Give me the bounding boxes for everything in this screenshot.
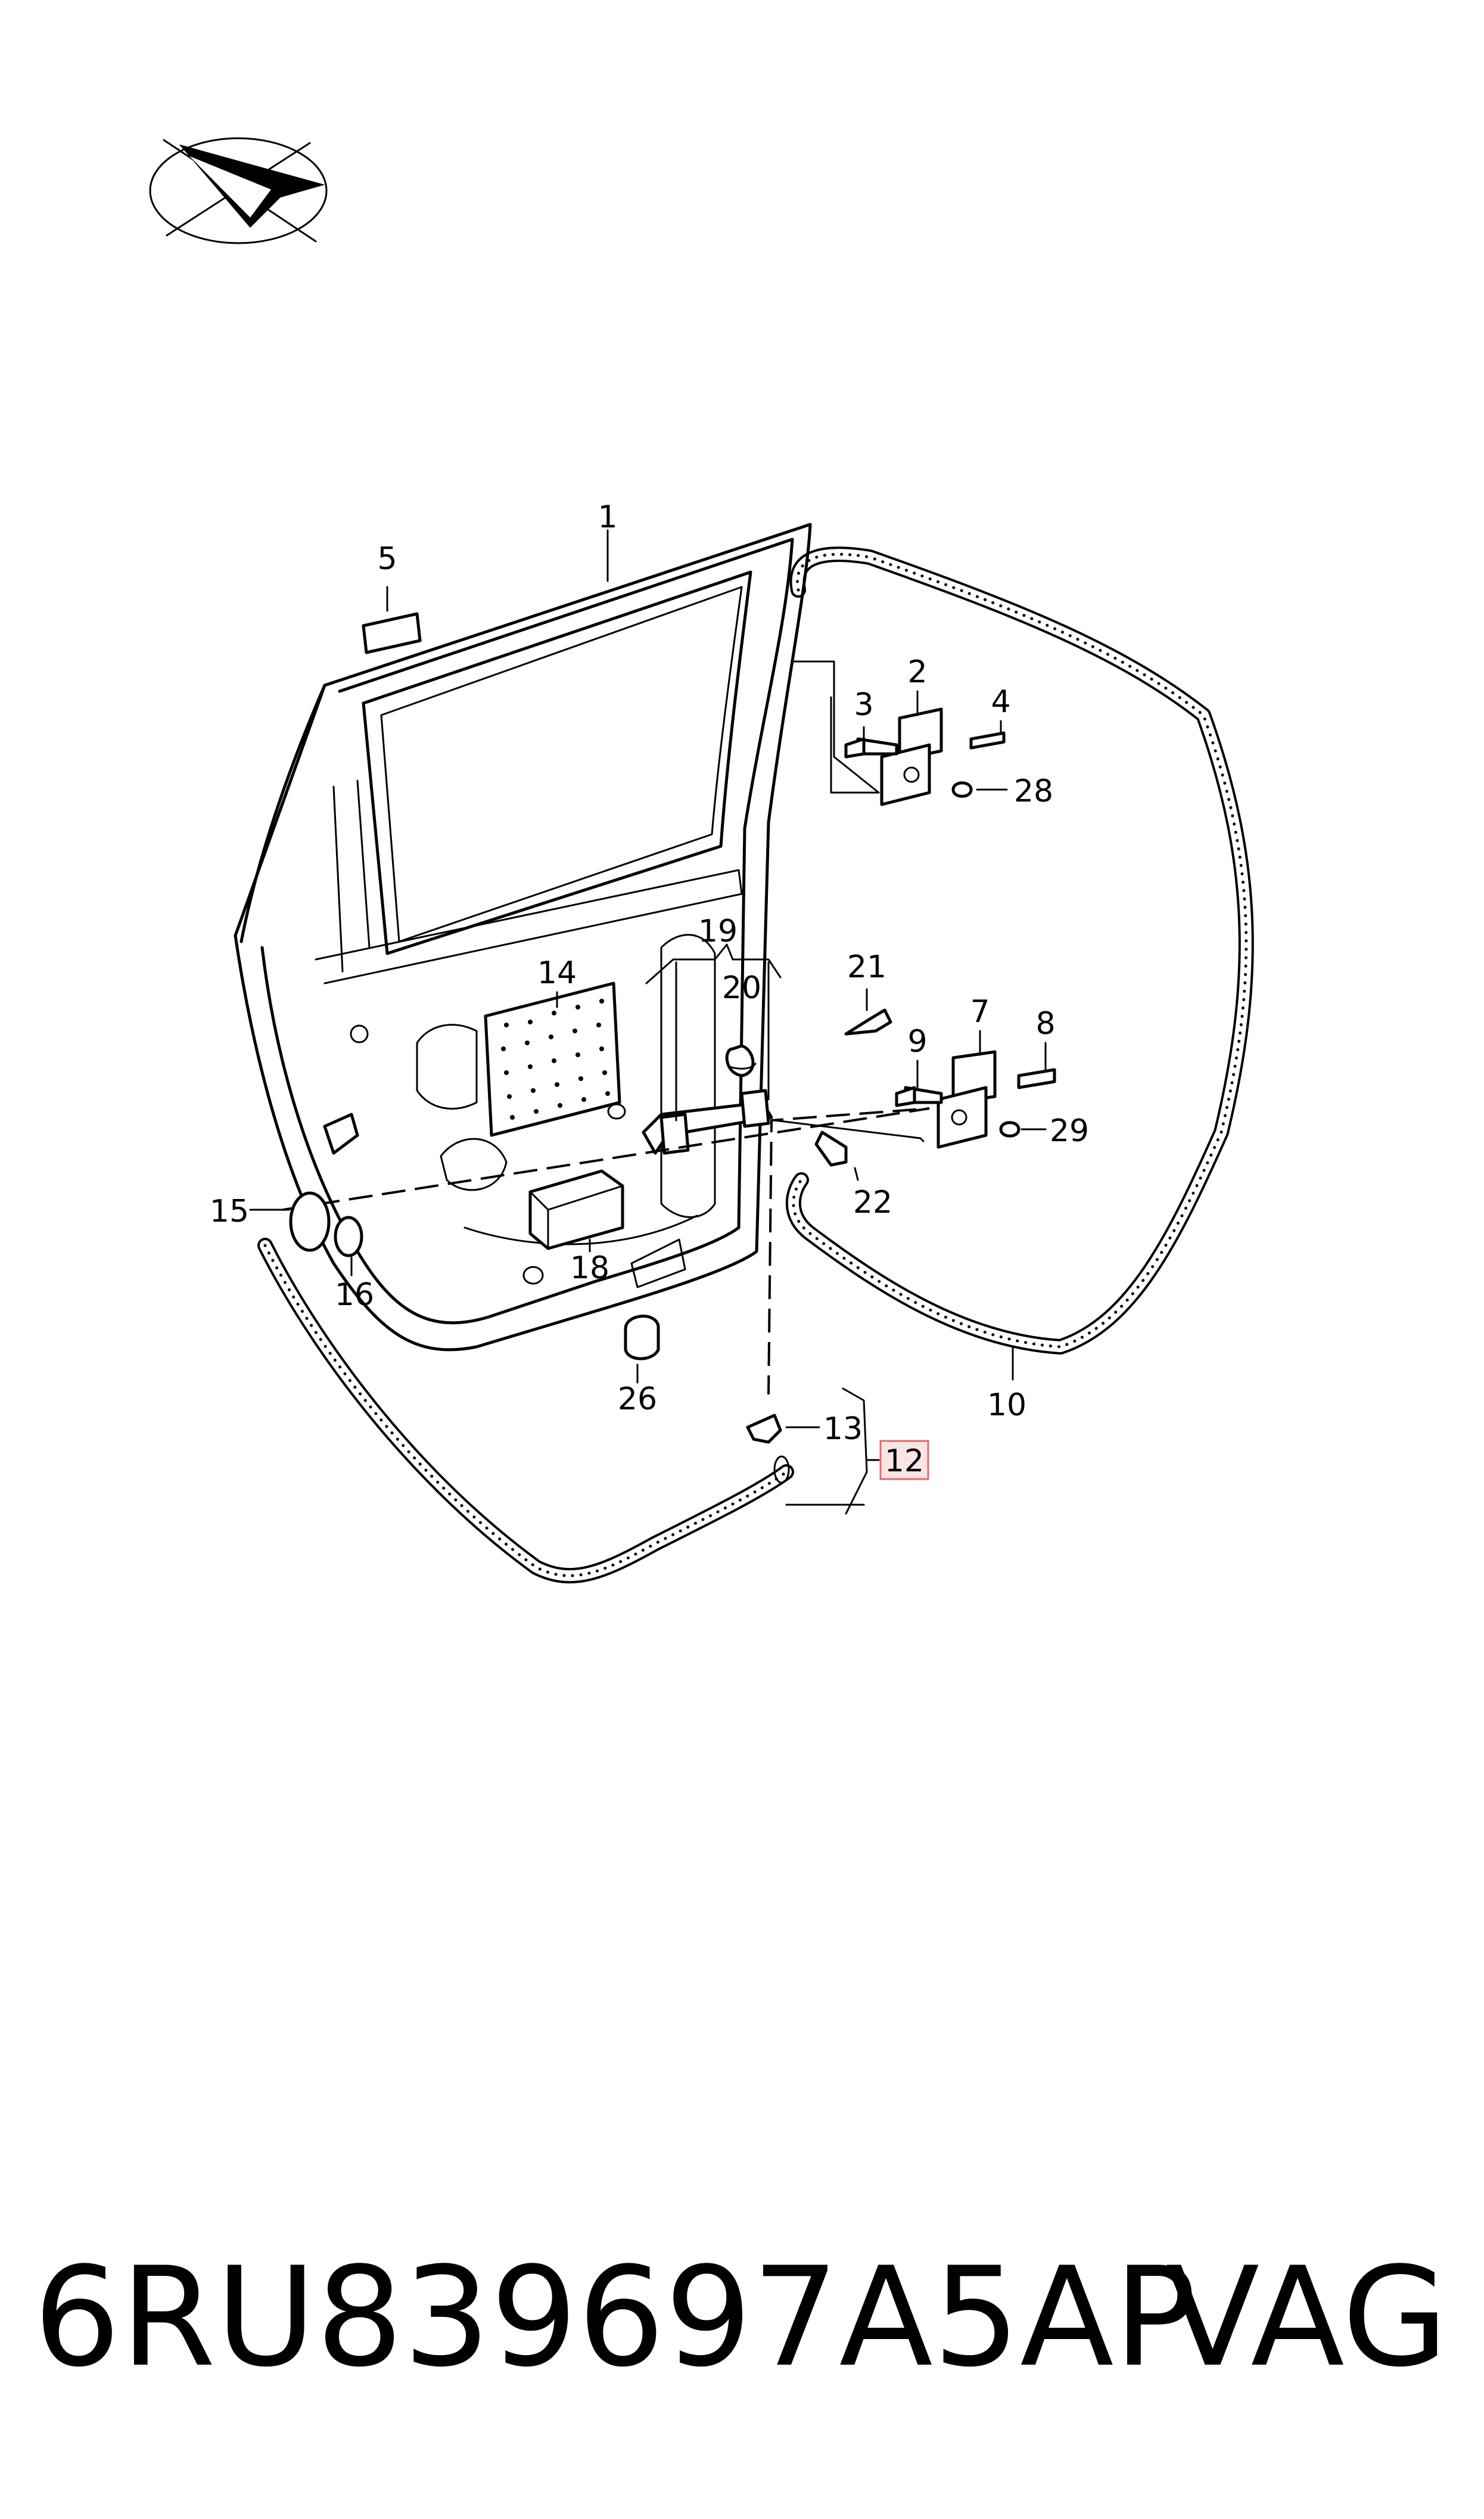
part-22-bolt [814, 1130, 848, 1167]
callout-18: 18 [570, 1250, 609, 1286]
door-seal-right [785, 546, 1254, 1355]
part-2-upper-hinge [791, 660, 1006, 806]
callout-2: 2 [907, 654, 927, 690]
callout-21: 21 [847, 949, 886, 985]
callout-29: 29 [1050, 1113, 1089, 1149]
callout-10: 10 [987, 1387, 1026, 1423]
door-seal-bottom [257, 1238, 794, 1584]
callout-19: 19 [698, 914, 738, 949]
callout-13: 13 [823, 1411, 863, 1447]
callout-26: 26 [618, 1381, 657, 1417]
callout-12-highlight [879, 1440, 929, 1480]
callout-12: 12 [885, 1443, 924, 1479]
callout-4: 4 [991, 684, 1010, 720]
part-13-clip [746, 1414, 782, 1444]
callout-15: 15 [210, 1194, 249, 1229]
door-shell [234, 523, 812, 1352]
assembly-axis [282, 1107, 930, 1395]
callout-9: 9 [907, 1024, 927, 1060]
callout-8: 8 [1035, 1006, 1055, 1042]
callout-7: 7 [970, 994, 990, 1030]
orientation-arrow-icon [149, 137, 328, 244]
part-15-plug [289, 1191, 331, 1252]
callout-20: 20 [722, 970, 761, 1006]
part-7-lower-hinge [773, 1050, 1056, 1149]
brand-name: VAG [1165, 2238, 1448, 2397]
callout-14: 14 [537, 955, 577, 991]
leader-lines [249, 529, 1047, 1515]
callout-28: 28 [1014, 774, 1053, 809]
callout-5: 5 [377, 541, 397, 577]
callout-16: 16 [335, 1277, 374, 1313]
callout-1: 1 [598, 499, 617, 535]
part-16-plug [334, 1216, 363, 1257]
callout-3: 3 [854, 687, 873, 723]
part-5-label-sticker [362, 612, 422, 654]
part-18-module [528, 1169, 624, 1250]
part-21-bolt [844, 1008, 892, 1036]
callout-22: 22 [853, 1185, 892, 1220]
part-number: 6RU839697A5AP [33, 2238, 1197, 2397]
part-26-buffer [624, 1315, 660, 1361]
part-14-damping-mat [484, 981, 621, 1137]
